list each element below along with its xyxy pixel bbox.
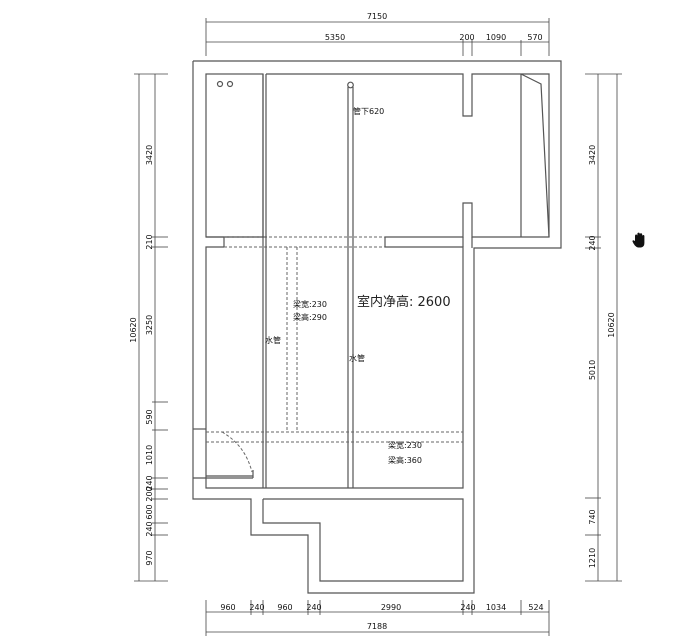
outer-wall <box>192 60 562 594</box>
dim-label: 1034 <box>486 603 506 612</box>
dim-label: 3420 <box>588 145 597 165</box>
dim-label: 2990 <box>381 603 401 612</box>
dim-label: 200 <box>145 486 154 501</box>
dim-label: 3420 <box>145 145 154 165</box>
drain-icon <box>216 80 224 88</box>
drain-icon <box>226 80 234 88</box>
dim-label: 240 <box>249 603 264 612</box>
dim-label: 960 <box>277 603 292 612</box>
room-top-left <box>205 73 264 238</box>
pipe-annotation: 管下620 <box>353 106 384 116</box>
dim-label: 200 <box>459 33 474 42</box>
beam-height-annotation: 梁高:360 <box>388 455 422 465</box>
water-pipe-label: 水管 <box>349 353 365 363</box>
dim-label: 1090 <box>486 33 506 42</box>
dim-label: 240 <box>306 603 321 612</box>
dim-label: 1010 <box>145 445 154 465</box>
water-pipe-label: 水管 <box>265 335 281 345</box>
ceiling-height-label: 室内净高: 2600 <box>357 294 451 310</box>
beam-width-annotation: 梁宽:230 <box>388 440 422 450</box>
dim-label: 600 <box>145 504 154 519</box>
dim-label: 740 <box>588 509 597 524</box>
dim-label: 5350 <box>325 33 345 42</box>
door-swing-arc <box>221 431 253 473</box>
room-lower <box>262 498 464 582</box>
room-top-main <box>266 73 550 238</box>
dim-label: 570 <box>527 33 542 42</box>
dim-label: 10620 <box>607 312 616 337</box>
beam-width-annotation: 梁宽:230 <box>293 299 327 309</box>
dim-label: 970 <box>145 550 154 565</box>
dim-label: 524 <box>528 603 543 612</box>
dim-label: 1210 <box>588 548 597 568</box>
dimension-bottom: 960 240 960 240 2990 240 1034 524 7188 <box>205 600 550 636</box>
dimension-right: 3420 240 5010 740 1210 10620 <box>585 73 622 582</box>
dim-label: 590 <box>145 409 154 424</box>
hand-pan-icon <box>632 232 645 248</box>
dimension-top: 7150 5350 200 1090 570 <box>205 12 550 56</box>
dim-label: 7188 <box>367 622 387 631</box>
dim-label: 10620 <box>129 317 138 342</box>
dim-label: 3250 <box>145 315 154 335</box>
beam-height-annotation: 梁高:290 <box>293 312 327 322</box>
dim-label: 7150 <box>367 12 387 21</box>
dim-label: 240 <box>588 235 597 250</box>
dimension-left: 10620 3420 210 3250 590 1010 240 200 600… <box>129 73 168 582</box>
dim-label: 5010 <box>588 360 597 380</box>
dim-label: 240 <box>145 475 154 490</box>
pipe-icon <box>347 81 354 89</box>
dim-label: 960 <box>220 603 235 612</box>
slanted-wall <box>520 73 550 238</box>
dim-label: 210 <box>145 234 154 249</box>
dim-label: 240 <box>145 521 154 536</box>
dim-label: 240 <box>460 603 475 612</box>
room-bottom <box>205 246 464 489</box>
